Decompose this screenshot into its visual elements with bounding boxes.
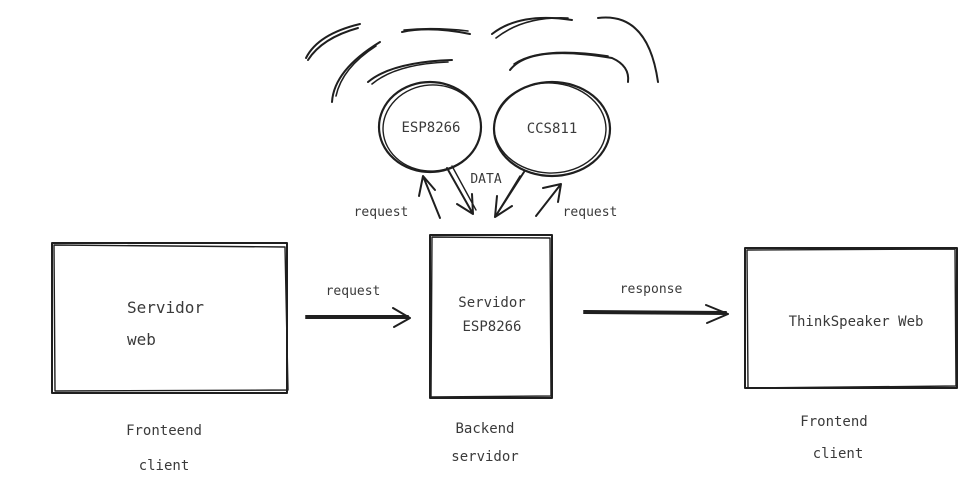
caption-center: Backend servidor bbox=[451, 421, 518, 465]
thinkspeaker-web-node: ThinkSpeaker Web bbox=[744, 247, 958, 389]
esp8266-module-label: ESP8266 bbox=[401, 120, 460, 136]
request-arrow-to-backend bbox=[305, 307, 411, 328]
data-label: DATA bbox=[470, 172, 501, 187]
caption-right: Frontend client bbox=[800, 414, 867, 462]
servidor-esp8266-node: Servidor ESP8266 bbox=[429, 234, 553, 399]
request-arrow-to-esp8266 bbox=[418, 175, 441, 219]
servidor-web-line2: web bbox=[127, 330, 156, 349]
request-label-middle: request bbox=[326, 284, 381, 299]
request-arrow-to-ccs811 bbox=[535, 183, 562, 217]
caption-left-line2: client bbox=[139, 458, 190, 474]
thinkspeaker-web-label: ThinkSpeaker Web bbox=[789, 314, 924, 330]
esp8266-module-node: ESP8266 bbox=[377, 80, 483, 174]
servidor-web-node: Servidor web bbox=[51, 242, 289, 394]
caption-center-line1: Backend bbox=[455, 421, 514, 437]
caption-left: Fronteend client bbox=[126, 423, 202, 474]
servidor-web-line1: Servidor bbox=[127, 298, 204, 317]
request-label-right-top: request bbox=[563, 205, 618, 220]
servidor-esp8266-line2: ESP8266 bbox=[462, 319, 521, 335]
caption-right-line1: Frontend bbox=[800, 414, 867, 430]
caption-right-line2: client bbox=[813, 446, 864, 462]
ccs811-sensor-node: CCS811 bbox=[492, 80, 612, 178]
request-label-left-top: request bbox=[354, 205, 409, 220]
wireless-signal-arcs-icon bbox=[305, 16, 659, 103]
response-label: response bbox=[620, 282, 683, 297]
response-arrow-to-thinkspeaker bbox=[583, 304, 729, 324]
ccs811-sensor-label: CCS811 bbox=[527, 121, 578, 137]
horizontal-arrows bbox=[305, 304, 729, 328]
caption-center-line2: servidor bbox=[451, 449, 518, 465]
servidor-esp8266-line1: Servidor bbox=[458, 295, 525, 311]
caption-left-line1: Fronteend bbox=[126, 423, 202, 439]
device-arrows bbox=[418, 165, 562, 219]
data-arrow-from-esp8266 bbox=[446, 167, 474, 215]
